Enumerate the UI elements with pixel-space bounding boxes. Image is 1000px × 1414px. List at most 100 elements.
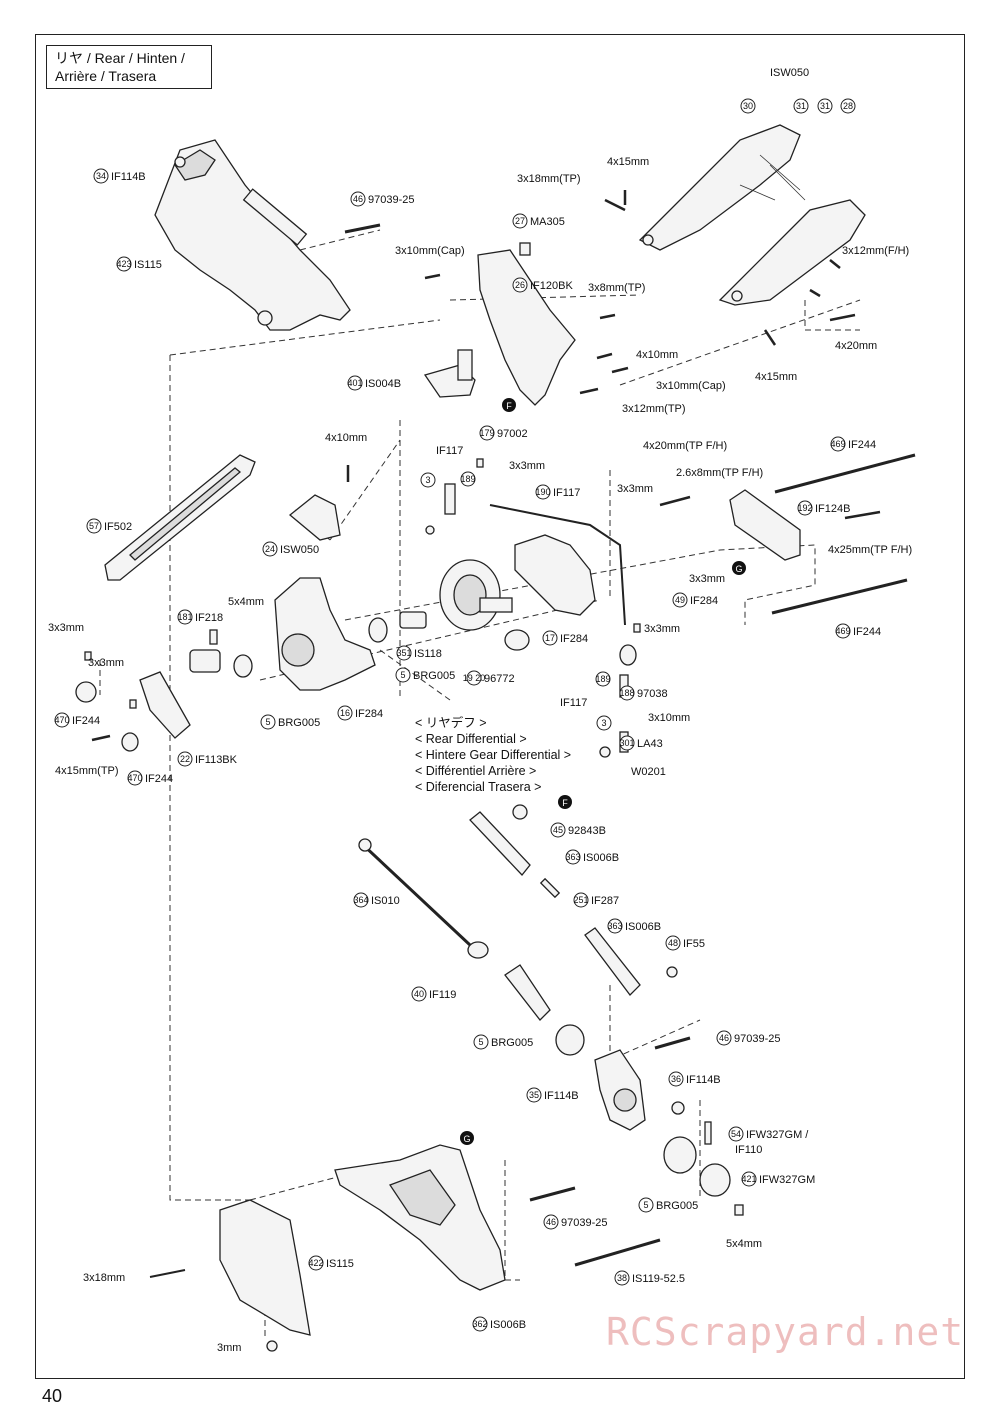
callout-circle	[741, 1171, 757, 1187]
hardware-label: IF117	[560, 697, 587, 709]
callout-circle	[740, 98, 756, 114]
callout-number: 3	[425, 475, 430, 485]
callout-circle	[835, 623, 851, 639]
rear-chassis-brace	[423, 249, 576, 406]
callout-number: 35	[529, 1090, 539, 1100]
callout-circle	[716, 1030, 732, 1046]
callout-number: 469	[830, 439, 845, 449]
callout-number: 423	[116, 259, 131, 269]
callout-part-code: IF502	[104, 521, 132, 533]
callout-circle	[396, 645, 412, 661]
callout-circle	[177, 609, 193, 625]
callout-circle	[420, 472, 436, 488]
svg-text:F: F	[562, 798, 568, 808]
callout-number: 181	[177, 612, 192, 622]
callout-part-code: IF114B	[111, 171, 146, 183]
callout-circle	[542, 630, 558, 646]
callout-circle	[665, 935, 681, 951]
hardware-label: 3x12mm(TP)	[622, 403, 686, 415]
callout-part-code: IFW327GM /	[746, 1129, 809, 1141]
callout-part-code: LA43	[637, 738, 663, 750]
svg-text:< Diferencial Trasera >: < Diferencial Trasera >	[415, 780, 541, 794]
svg-text:< Hintere Gear Differential >: < Hintere Gear Differential >	[415, 748, 571, 762]
callout-part-code: IF284	[355, 708, 383, 720]
hardware-label: 4x20mm	[835, 340, 877, 352]
callout-circle	[614, 1270, 630, 1286]
hardware-label: 3x10mm	[648, 712, 690, 724]
callout-part-code: IF284	[690, 595, 718, 607]
hardware-label: 3x3mm	[88, 657, 124, 669]
hardware-label: 4x10mm	[325, 432, 367, 444]
callout-number: 351	[396, 648, 411, 658]
callout-part-code: IS006B	[583, 852, 619, 864]
callout-part-code: IF284	[560, 633, 588, 645]
callout-circle	[619, 735, 635, 751]
callout-part-code: IS010	[371, 895, 400, 907]
callout-circle	[668, 1071, 684, 1087]
svg-text:< リヤデフ >: < リヤデフ >	[415, 715, 487, 730]
callout-part-code: IS115	[326, 1258, 354, 1270]
anti-roll-bar	[425, 483, 637, 758]
rear-toe-plate	[75, 649, 253, 752]
svg-text:< Différentiel Arrière >: < Différentiel Arrière >	[415, 764, 536, 778]
callout-number: 27	[515, 216, 525, 226]
callout-number: 3	[601, 718, 606, 728]
callout-circle	[512, 213, 528, 229]
hardware-label: IF110	[735, 1144, 762, 1156]
callout-number: 469	[835, 626, 850, 636]
hardware-label: 3x3mm	[644, 623, 680, 635]
callout-part-code: IF244	[853, 626, 881, 638]
callout-circle	[830, 436, 846, 452]
callout-circle	[619, 685, 635, 701]
rear-mud-guard	[149, 1199, 311, 1352]
callout-circle	[607, 918, 623, 934]
callout-circle	[473, 1034, 489, 1050]
rear-gear-housing	[274, 534, 596, 691]
callout-part-code: MA305	[530, 216, 565, 228]
callout-circle	[347, 375, 363, 391]
callout-circle	[596, 715, 612, 731]
callout-circle	[573, 892, 589, 908]
callout-number: 46	[546, 1217, 556, 1227]
hardware-label: 5x4mm	[726, 1238, 762, 1250]
callout-part-code: IS115	[134, 259, 162, 271]
section-title-line-1: リヤ / Rear / Hinten /	[55, 50, 185, 66]
section-title-box: リヤ / Rear / Hinten / Arrière / Trasera	[46, 45, 212, 89]
rear-drive-shaft	[358, 838, 585, 1056]
callout-number: 190	[535, 487, 550, 497]
callout-part-code: IF287	[591, 895, 619, 907]
rear-lower-suspension-arm	[334, 1144, 506, 1291]
callout-number: 36	[671, 1074, 681, 1084]
callout-circle	[512, 277, 528, 293]
hardware-label: 4x15mm	[755, 371, 797, 383]
callout-number: 363	[565, 852, 580, 862]
callout-number: 421	[741, 1174, 756, 1184]
callout-circle	[86, 518, 102, 534]
callout-number: 19 20	[463, 673, 486, 683]
hardware-label: 3x3mm	[48, 622, 84, 634]
part-callout: 3	[596, 715, 612, 731]
callout-circle	[817, 98, 833, 114]
callout-part-code: IS004B	[365, 378, 401, 390]
callout-part-code: 92843B	[568, 825, 606, 837]
callout-number: 31	[820, 101, 830, 111]
callout-circle	[337, 705, 353, 721]
callout-number: 38	[617, 1273, 627, 1283]
callout-part-code: 97038	[637, 688, 668, 700]
callout-circle	[353, 892, 369, 908]
